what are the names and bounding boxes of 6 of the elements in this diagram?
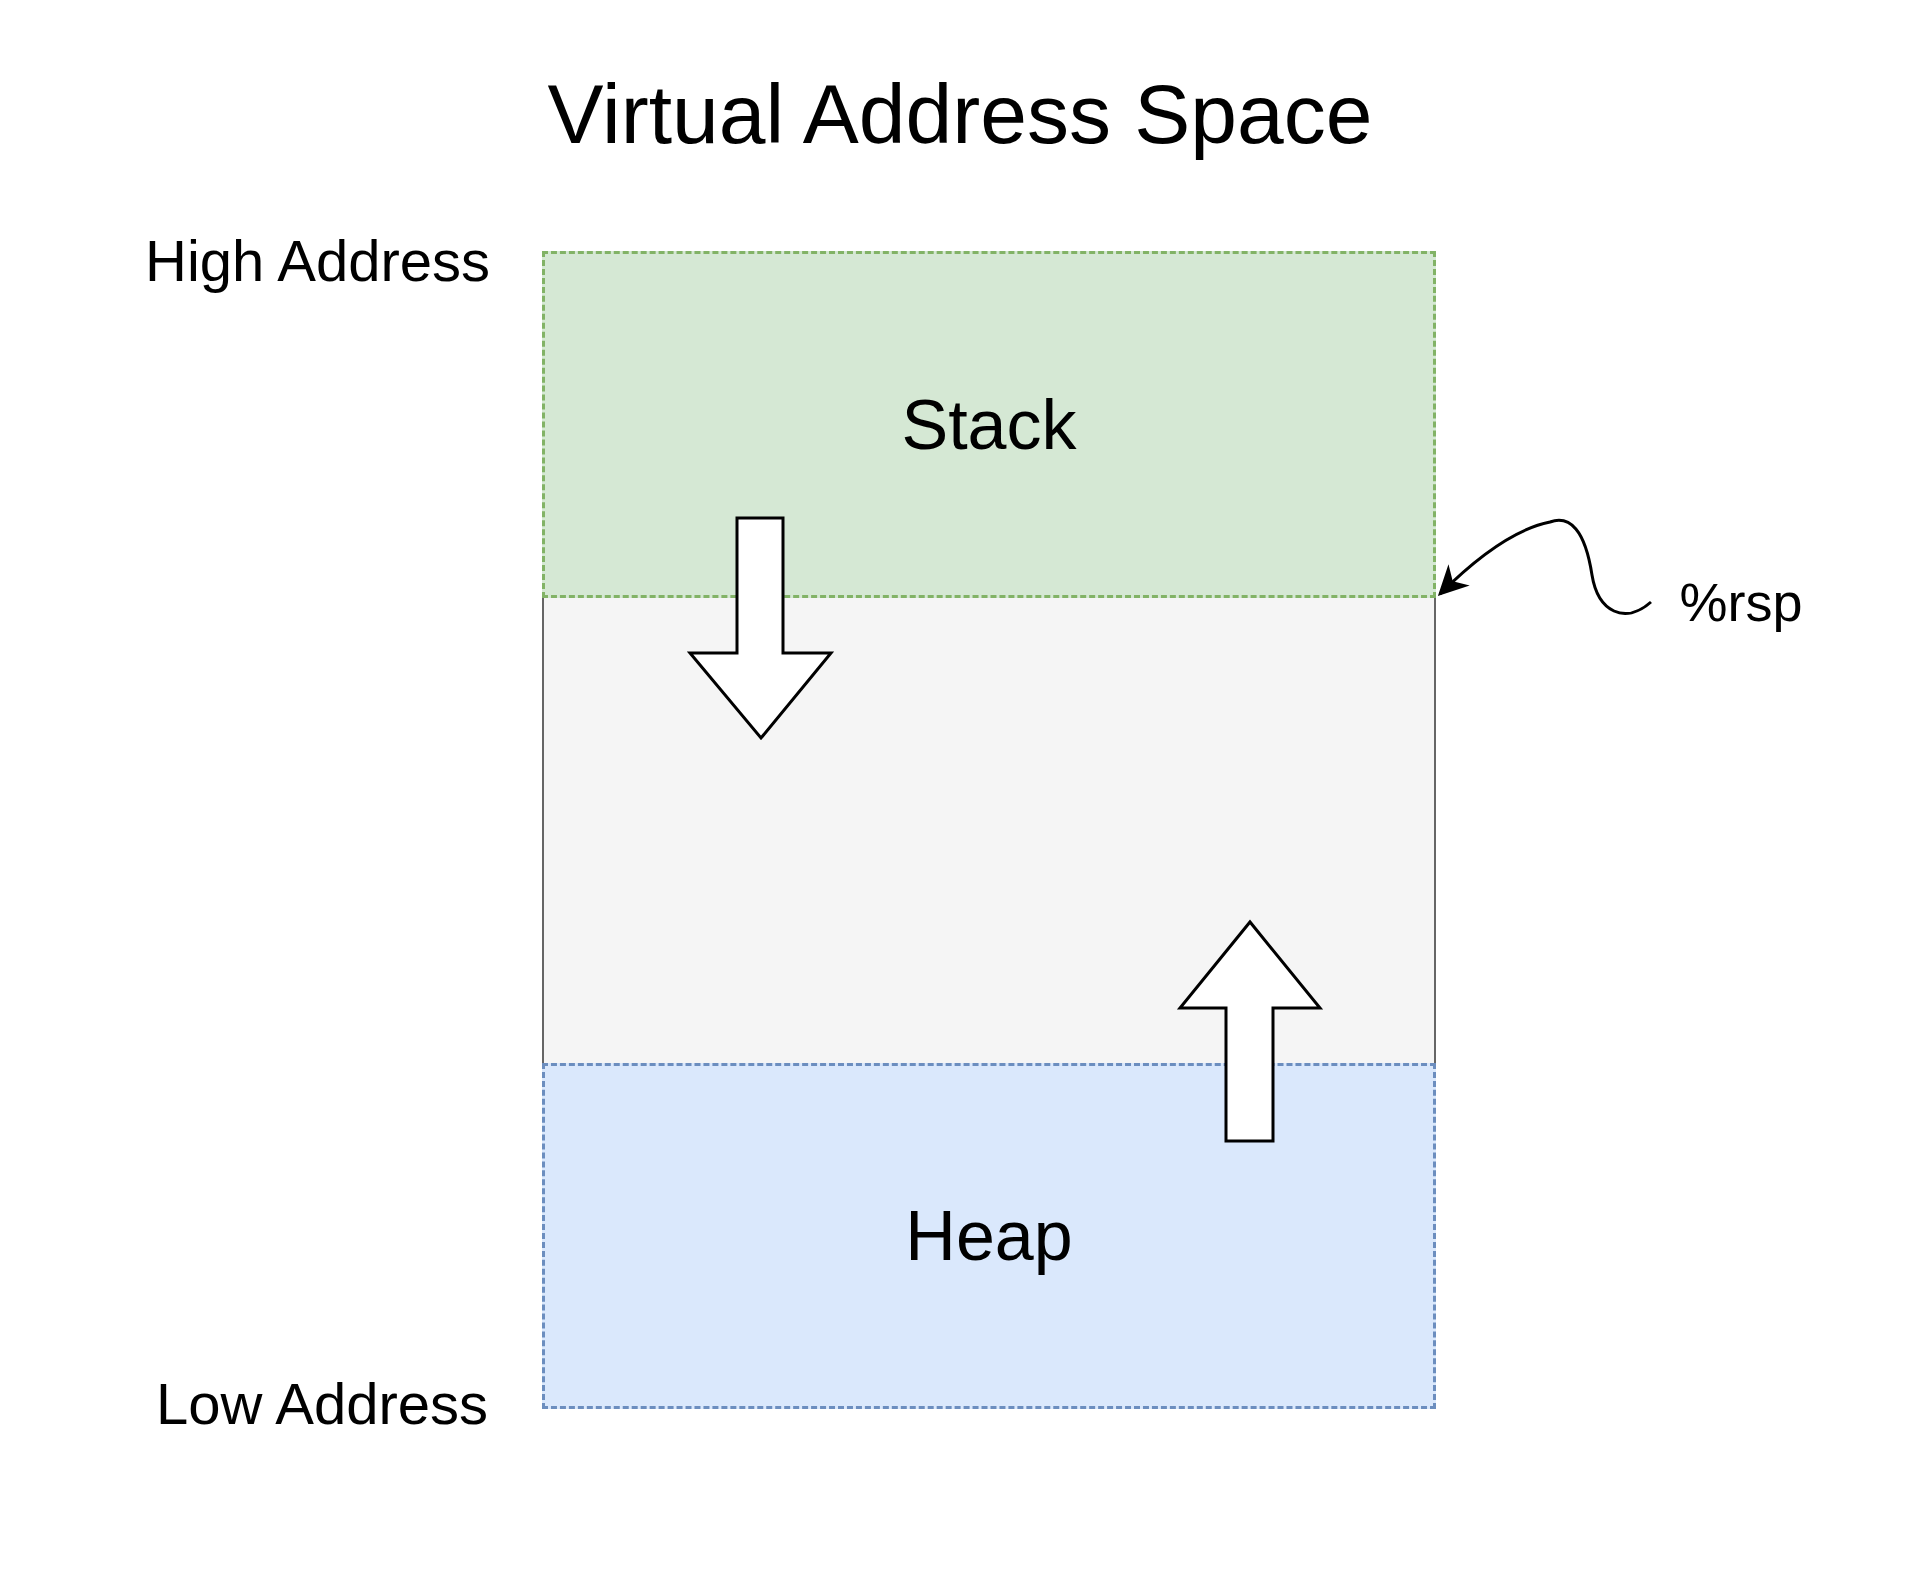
memory-region <box>542 251 1436 1409</box>
pointer-arrow <box>1437 518 1652 615</box>
stack-region <box>542 251 1436 598</box>
region-label: Stack <box>901 389 1077 460</box>
address-label: Low Address <box>155 1375 488 1433</box>
heap-region <box>542 1063 1436 1409</box>
